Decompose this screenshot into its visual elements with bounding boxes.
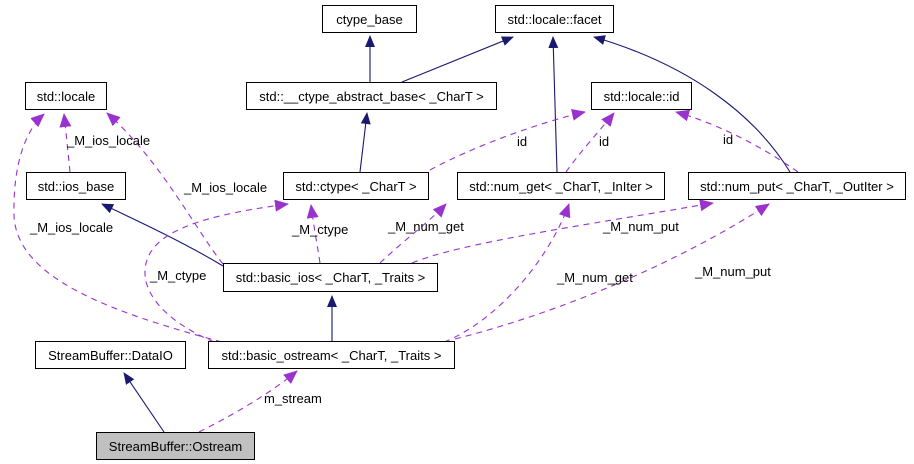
node-std-basic-ios[interactable]: std::basic_ios< _CharT, _Traits > [223,263,438,292]
node-label: std::ios_base [37,178,115,194]
node-label: std::__ctype_abstract_base< _CharT > [259,88,484,104]
node-label: std::basic_ios< _CharT, _Traits > [235,270,426,285]
edge-numput-localeid [675,109,799,173]
node-label: std::num_put< _CharT, _OutIter > [700,178,894,194]
edge-basicostream-ctype [144,199,289,343]
edge-label-m-ios-locale-1: _M_ios_locale [67,133,151,148]
node-std-locale-facet[interactable]: std::locale::facet [495,5,614,33]
edge-label-m-stream: m_stream [264,391,322,406]
node-std-num-get[interactable]: std::num_get< _CharT, _InIter > [457,172,665,200]
edge-basicostream-numget [443,203,571,343]
edge-basicios-ctype [306,204,321,264]
edge-label-id-3: id [723,132,734,147]
edge-basicios-to-iosbase [101,203,224,267]
node-std-num-put[interactable]: std::num_put< _CharT, _OutIter > [688,172,906,200]
edge-label-id-2: id [599,134,610,149]
node-label: std::locale [36,88,96,104]
edge-basicios-numget [379,203,447,264]
node-label: StreamBuffer::Ostream [108,438,243,454]
node-label: StreamBuffer::DataIO [48,347,173,363]
node-std-ctype[interactable]: std::ctype< _CharT > [283,172,429,200]
node-std-basic-ostream[interactable]: std::basic_ostream< _CharT, _Traits > [208,341,455,369]
edge-basicios-locale [106,112,224,265]
node-label: std::locale::id [603,88,680,104]
edge-ctype-to-abstractbase [359,112,371,173]
node-std-locale-id[interactable]: std::locale::id [591,82,692,110]
edge-label-m-ios-locale-3: _M_ios_locale [30,220,114,235]
edge-numget-to-facet [548,36,559,173]
edge-label-m-num-get-1: _M_num_get [388,219,464,234]
node-label: std::basic_ostream< _CharT, _Traits > [221,347,442,363]
edge-label-m-ctype-2: _M_ctype [150,268,207,283]
edge-ctype-localeid [429,108,586,171]
edge-basicios-numput [411,199,714,264]
edge-label-m-num-put-1: _M_num_put [603,219,679,234]
edge-ostream-to-dataio [123,372,165,433]
edge-iosbase-locale [59,113,72,173]
node-label: ctype_base [336,11,403,27]
edge-abstractbase-to-facet [401,36,514,83]
edge-numput-to-facet [593,35,791,173]
node-label: std::locale::facet [507,11,602,27]
edge-label-id-1: id [517,134,528,149]
node-std-ios-base[interactable]: std::ios_base [26,172,126,200]
edge-ostream-basicostream [198,370,298,433]
edge-label-m-num-put-2: _M_num_put [695,264,771,279]
edge-basicostream-locale [13,113,223,343]
node-label: std::num_get< _CharT, _InIter > [469,178,653,194]
edge-label-m-ios-locale-2: _M_ios_locale [184,180,268,195]
edge-label-m-ctype-1: _M_ctype [292,222,349,237]
node-ctype-base[interactable]: ctype_base [322,5,417,33]
node-streambuffer-dataio[interactable]: StreamBuffer::DataIO [35,341,186,369]
node-ctype-abstract-base[interactable]: std::__ctype_abstract_base< _CharT > [246,82,497,110]
edge-label-m-num-get-2: _M_num_get [557,270,633,285]
edge-numget-localeid [565,112,615,173]
node-label: std::ctype< _CharT > [295,178,417,194]
node-streambuffer-ostream: StreamBuffer::Ostream [96,432,255,460]
node-std-locale[interactable]: std::locale [25,82,107,110]
